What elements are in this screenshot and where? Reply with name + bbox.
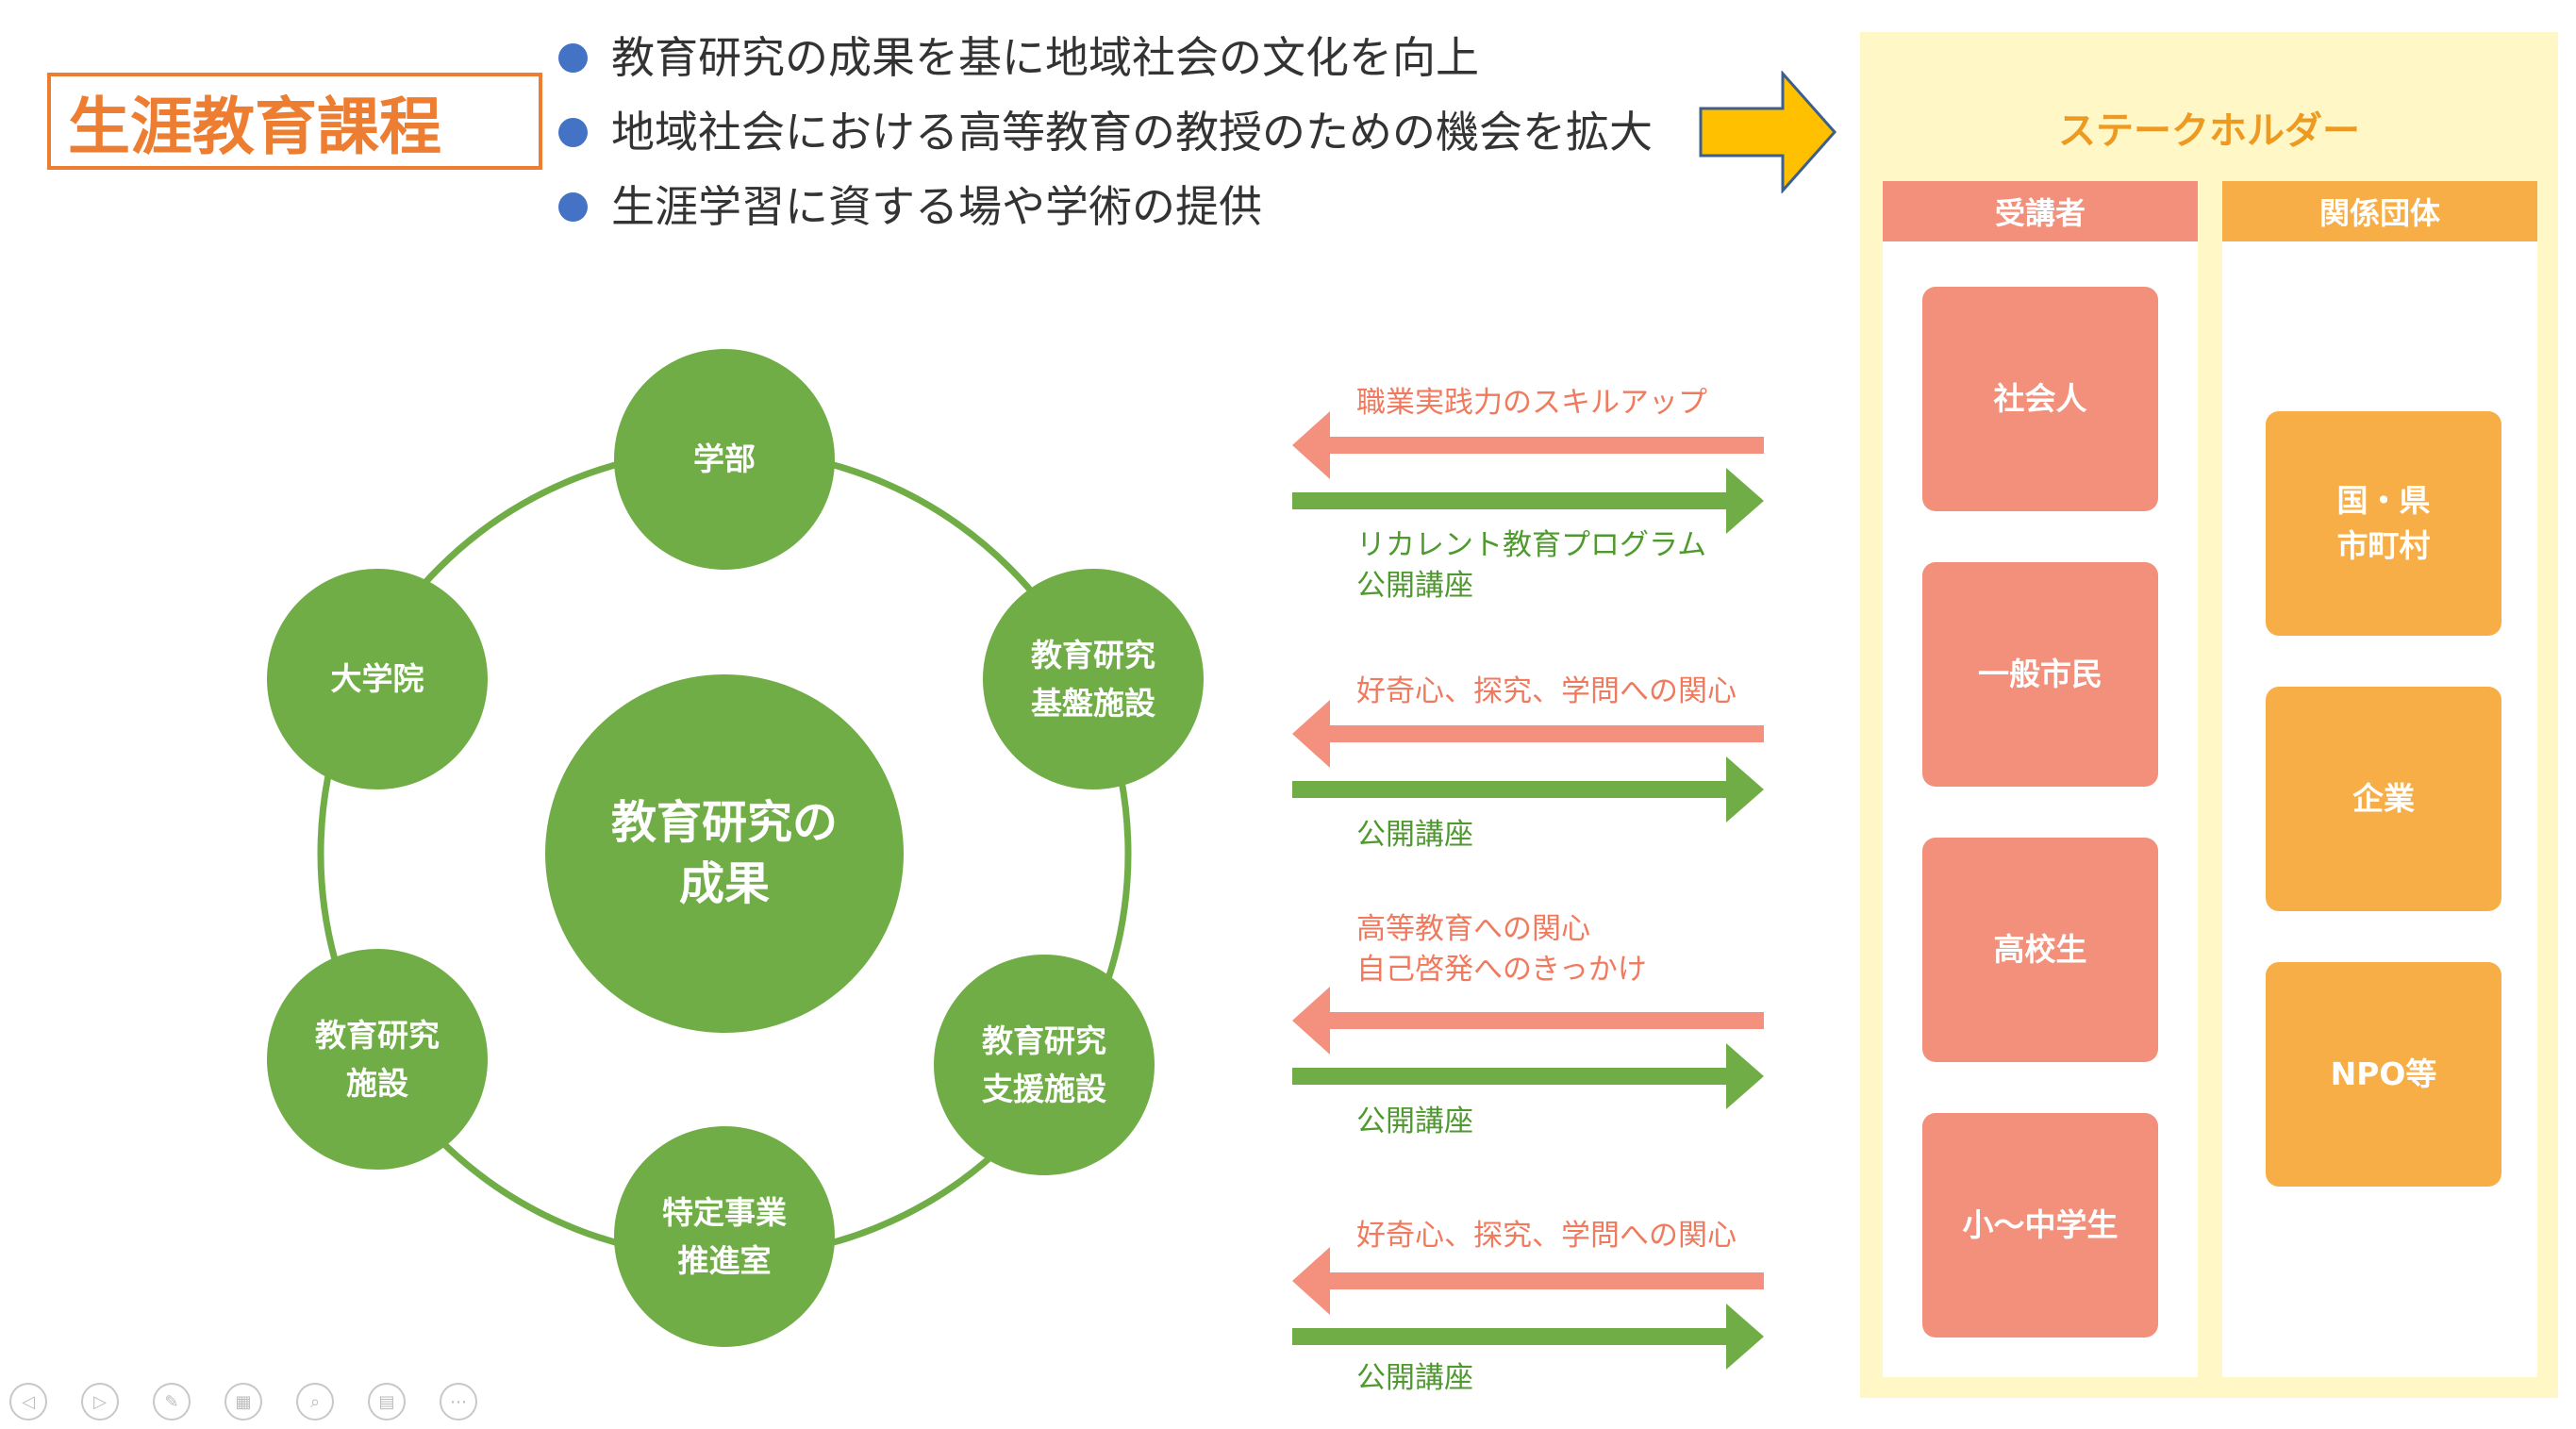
flow-label-offer: 高等教育への関心 自己啓発へのきっかけ [1356, 912, 1647, 987]
node-special-projects: 特定事業 推進室 [614, 1126, 835, 1347]
node-research-support: 教育研究 支援施設 [934, 955, 1155, 1175]
left-arrow-icon [1292, 411, 1764, 479]
slides-icon[interactable]: ▦ [224, 1383, 262, 1421]
bullet-dot-icon [558, 43, 588, 73]
learner-card-citizens: 一般市民 [1922, 562, 2158, 787]
org-card-npo: NPO等 [2266, 962, 2501, 1187]
page-title: 生涯教育課程 [47, 73, 542, 170]
flow-label-program: 公開講座 [1356, 818, 1473, 852]
stakeholder-panel: ステークホルダー 受講者 社会人 一般市民 高校生 小～中学生 関係団体 国・県… [1860, 32, 2558, 1398]
left-arrow-icon [1292, 1247, 1764, 1315]
goal-text: 地域社会における高等教育の教授のための機会を拡大 [611, 107, 1653, 158]
flow-label-program: 公開講座 [1356, 1105, 1473, 1138]
organizations-header: 関係団体 [2222, 181, 2537, 241]
right-arrow-icon [1292, 756, 1764, 823]
learners-header: 受講者 [1883, 181, 2198, 241]
learner-card-working-adults: 社会人 [1922, 287, 2158, 511]
stakeholder-title: ステークホルダー [2058, 109, 2360, 153]
presentation-toolbar: ◁ ▷ ✎ ▦ ⌕ ▤ ⋯ [9, 1383, 511, 1421]
node-graduate-school: 大学院 [267, 569, 488, 789]
bullet-dot-icon [558, 192, 588, 222]
flow-label-offer: 好奇心、探究、学問への関心 [1356, 674, 1737, 708]
prev-icon[interactable]: ◁ [9, 1383, 47, 1421]
goal-text: 生涯学習に資する場や学術の提供 [611, 181, 1262, 232]
left-arrow-icon [1292, 700, 1764, 768]
learner-card-elementary-middle: 小～中学生 [1922, 1113, 2158, 1338]
flow-arrows [1292, 411, 1764, 1370]
goal-text: 教育研究の成果を基に地域社会の文化を向上 [611, 32, 1479, 83]
goal-item: 地域社会における高等教育の教授のための機会を拡大 [557, 95, 1653, 170]
zoom-icon[interactable]: ⌕ [296, 1383, 334, 1421]
learner-card-high-school: 高校生 [1922, 838, 2158, 1062]
next-icon[interactable]: ▷ [81, 1383, 119, 1421]
flow-label-offer: 職業実践力のスキルアップ [1356, 386, 1707, 420]
right-arrow-icon [1292, 1043, 1764, 1109]
flow-label-program: 公開講座 [1356, 1361, 1473, 1395]
org-card-companies: 企業 [2266, 687, 2501, 911]
right-arrow-icon [1292, 1304, 1764, 1370]
goal-item: 教育研究の成果を基に地域社会の文化を向上 [557, 21, 1653, 95]
node-research-facilities: 教育研究 施設 [267, 949, 488, 1170]
more-icon[interactable]: ⋯ [440, 1383, 477, 1421]
pen-icon[interactable]: ✎ [153, 1383, 191, 1421]
flow-label-offer: 好奇心、探究、学問への関心 [1356, 1219, 1737, 1253]
center-node: 教育研究の 成果 [545, 674, 904, 1033]
node-faculty: 学部 [614, 349, 835, 570]
subtitle-icon[interactable]: ▤ [368, 1383, 406, 1421]
learners-column: 受講者 社会人 一般市民 高校生 小～中学生 [1883, 181, 2198, 1377]
org-card-government: 国・県 市町村 [2266, 411, 2501, 636]
flow-label-program: リカレント教育プログラム 公開講座 [1356, 528, 1707, 603]
right-arrow-icon [1699, 71, 1837, 193]
goal-list: 教育研究の成果を基に地域社会の文化を向上 地域社会における高等教育の教授のための… [557, 21, 1653, 244]
right-arrow-icon [1292, 468, 1764, 534]
organizations-column: 関係団体 国・県 市町村 企業 NPO等 [2222, 181, 2537, 1377]
node-research-infrastructure: 教育研究 基盤施設 [983, 569, 1204, 789]
goal-item: 生涯学習に資する場や学術の提供 [557, 170, 1653, 244]
bullet-dot-icon [558, 118, 588, 147]
left-arrow-icon [1292, 987, 1764, 1055]
